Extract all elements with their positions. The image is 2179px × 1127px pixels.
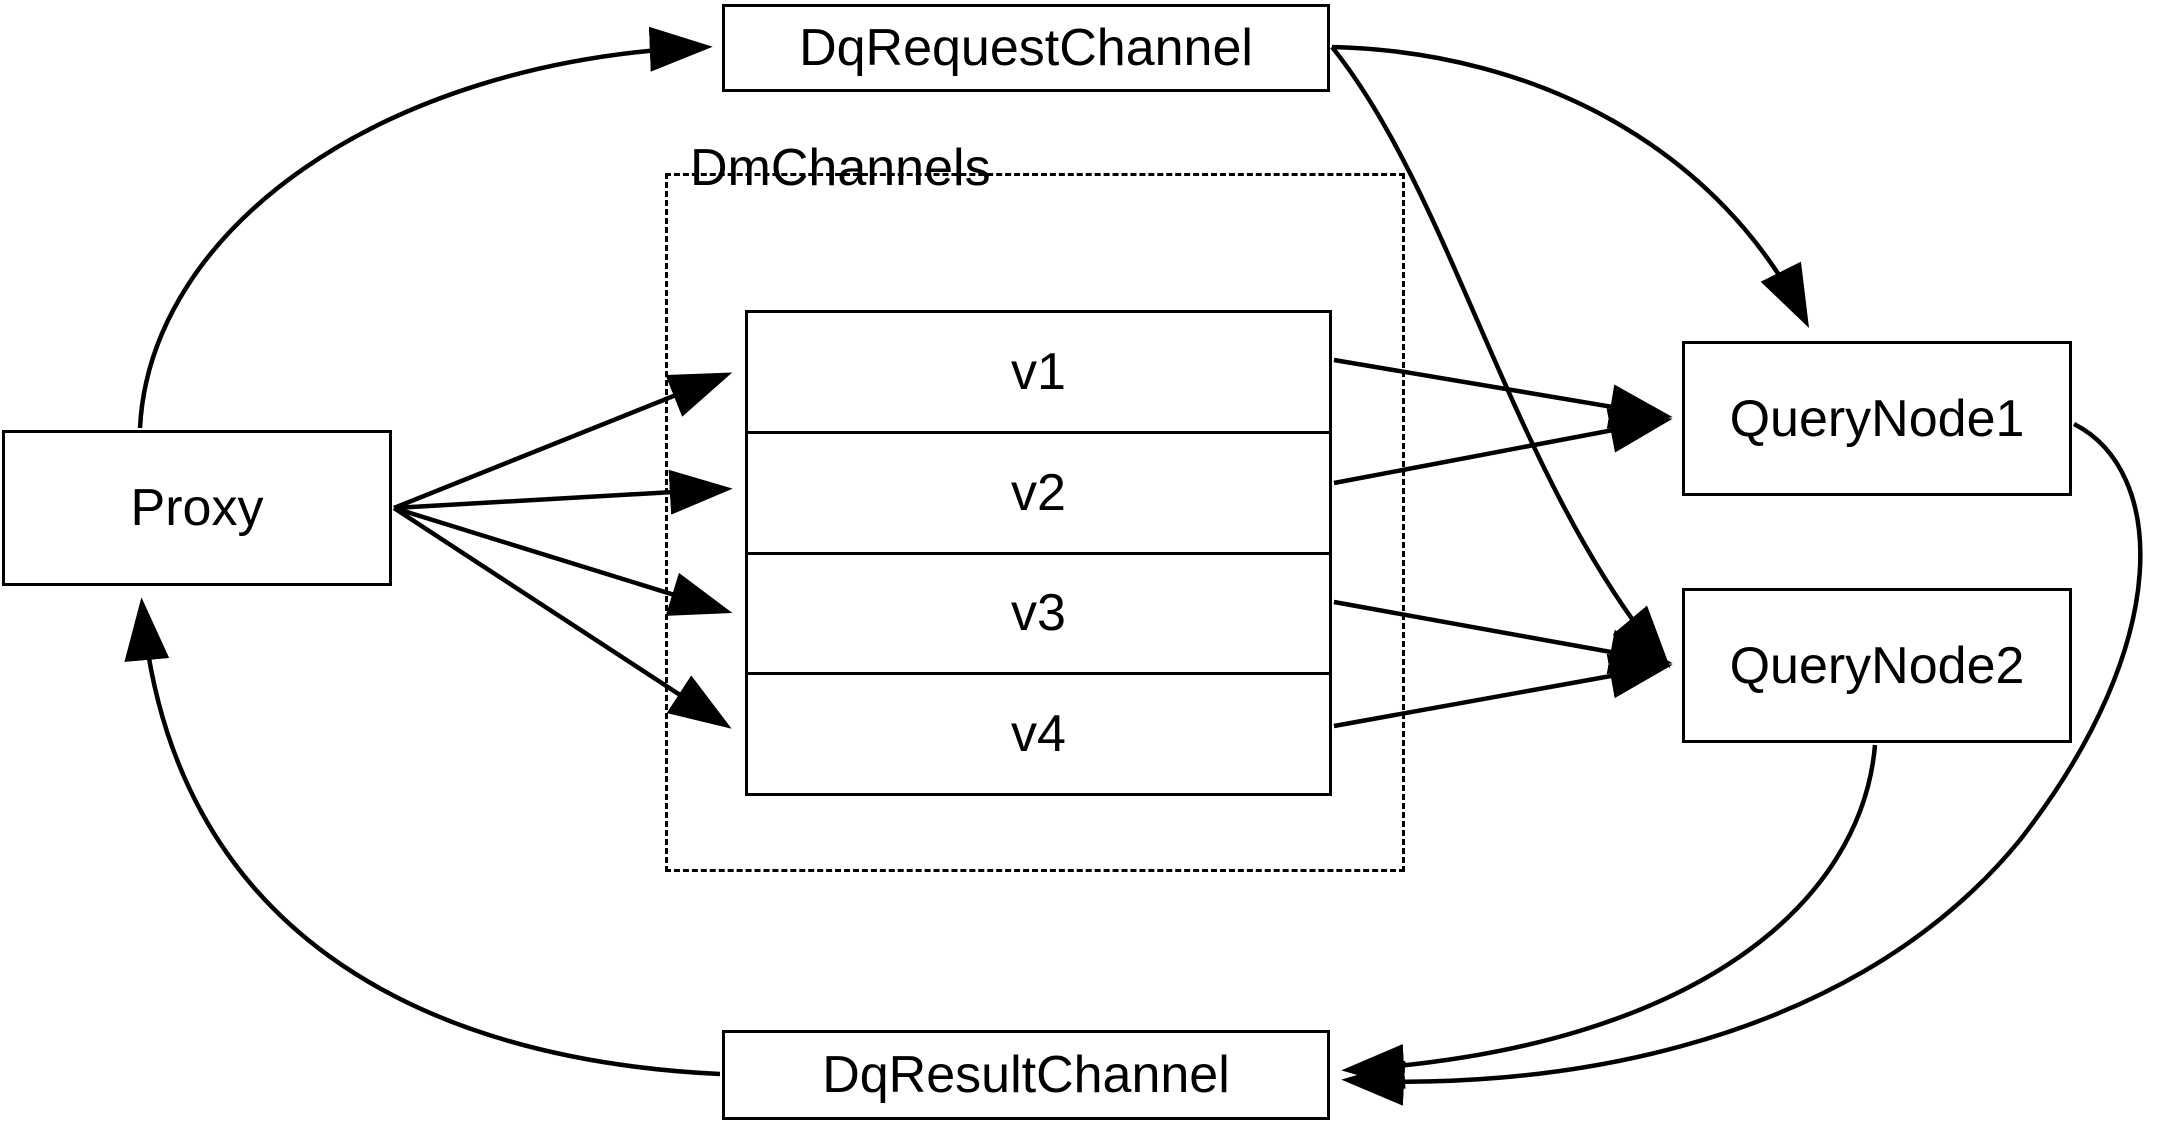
edge-proxy-to-dq-request-channel xyxy=(137,26,713,429)
edge-proxy-to-v1 xyxy=(393,372,733,511)
edge-dq-request-channel-to-query-node-1 xyxy=(1331,44,1810,329)
edge-v1-to-query-node-1 xyxy=(1333,357,1673,429)
dm-channels-group xyxy=(665,173,1405,872)
node-query-node-2[interactable]: QueryNode2 xyxy=(1682,588,2072,743)
edge-dq-result-channel-to-proxy xyxy=(124,597,721,1077)
node-dq-result-channel-label: DqResultChannel xyxy=(822,1046,1230,1104)
edge-dq-request-channel-to-query-node-2 xyxy=(1330,45,1671,669)
dm-channel-stack: v1 v2 v3 v4 xyxy=(745,310,1332,796)
dm-channel-row-v3[interactable]: v3 xyxy=(748,555,1329,676)
node-dq-request-channel[interactable]: DqRequestChannel xyxy=(722,4,1330,92)
node-proxy-label: Proxy xyxy=(130,479,264,537)
node-dq-result-channel[interactable]: DqResultChannel xyxy=(722,1030,1330,1120)
edge-v3-to-query-node-2 xyxy=(1333,599,1673,675)
edge-query-node-2-to-dq-result-channel xyxy=(1341,744,1878,1089)
edge-proxy-to-v4 xyxy=(392,506,732,729)
node-dq-request-channel-label: DqRequestChannel xyxy=(799,19,1253,77)
edge-v4-to-query-node-2 xyxy=(1333,653,1673,729)
edge-query-node-1-to-dq-result-channel xyxy=(1341,421,2143,1106)
dm-channels-label: DmChannels xyxy=(690,139,991,197)
node-query-node-2-label: QueryNode2 xyxy=(1729,636,2025,695)
node-query-node-1-label: QueryNode1 xyxy=(1729,389,2025,448)
edge-proxy-to-v3 xyxy=(393,505,733,616)
dm-channel-row-v2[interactable]: v2 xyxy=(748,434,1329,555)
edge-v2-to-query-node-1 xyxy=(1333,408,1673,486)
dm-channel-row-v4[interactable]: v4 xyxy=(1011,705,1066,764)
node-query-node-1[interactable]: QueryNode1 xyxy=(1682,341,2072,496)
edge-proxy-to-v2 xyxy=(393,469,733,515)
node-proxy[interactable]: Proxy xyxy=(2,430,392,586)
dm-channel-row-v1[interactable]: v1 xyxy=(748,313,1329,434)
